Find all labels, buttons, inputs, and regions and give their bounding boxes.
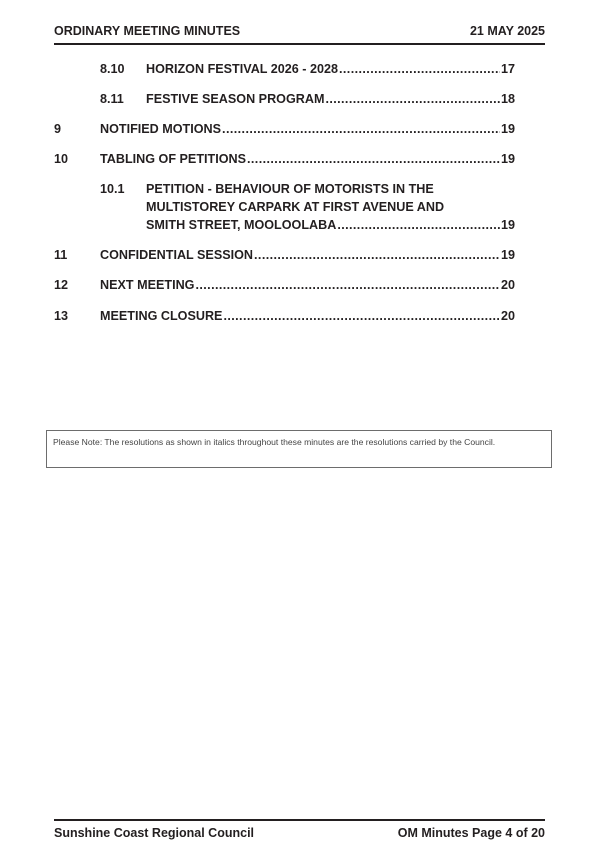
toc-item-page: 20 <box>500 278 515 292</box>
toc-item-title-line: MULTISTOREY CARPARK AT FIRST AVENUE AND <box>146 200 445 214</box>
toc-item-number: 10 <box>54 152 69 166</box>
leader-dots <box>247 151 500 168</box>
toc-item-page: 18 <box>500 92 515 106</box>
toc-item-number: 9 <box>54 122 62 136</box>
toc-item-number: 11 <box>54 248 68 262</box>
toc-item-number: 8.11 <box>100 92 124 106</box>
page-header: ORDINARY MEETING MINUTES 21 MAY 2025 <box>54 22 545 44</box>
toc-item-page: 19 <box>500 218 515 232</box>
leader-dots <box>254 247 500 264</box>
leader-dots <box>195 277 500 294</box>
toc-item-page: 20 <box>500 309 515 323</box>
footer-rule <box>54 819 545 821</box>
meeting-date: 21 MAY 2025 <box>469 24 545 38</box>
toc-item-page: 19 <box>500 248 515 262</box>
leader-dots <box>325 91 500 108</box>
toc-item-title: TABLING OF PETITIONS <box>100 152 246 166</box>
toc-item-title: CONFIDENTIAL SESSION <box>100 248 254 262</box>
toc-item-number: 12 <box>54 278 69 292</box>
toc-item-title: FESTIVE SEASON PROGRAM <box>146 92 325 106</box>
leader-dots <box>339 61 500 78</box>
resolutions-note-box: Please Note: The resolutions as shown in… <box>46 430 552 468</box>
resolutions-note-text: Please Note: The resolutions as shown in… <box>53 437 496 447</box>
toc-item-page: 19 <box>500 122 515 136</box>
toc-item-title: NEXT MEETING <box>100 278 195 292</box>
toc-item-title-line: PETITION - BEHAVIOUR OF MOTORISTS IN THE <box>146 182 434 196</box>
toc-item-title: MEETING CLOSURE <box>100 309 223 323</box>
document-title: ORDINARY MEETING MINUTES <box>54 24 241 38</box>
leader-dots <box>222 121 500 138</box>
toc-item-title: NOTIFIED MOTIONS <box>100 122 222 136</box>
page-number: OM Minutes Page 4 of 20 <box>397 826 545 840</box>
leader-dots <box>223 308 500 325</box>
toc-item-number: 13 <box>54 309 69 323</box>
toc-item-number: 8.10 <box>100 62 125 76</box>
toc-item-title: SMITH STREET, MOOLOOLABA <box>146 218 337 232</box>
leader-dots <box>337 217 500 234</box>
toc-item-title: HORIZON FESTIVAL 2026 - 2028 <box>146 62 338 76</box>
toc-item-page: 17 <box>500 62 515 76</box>
council-name: Sunshine Coast Regional Council <box>54 826 255 840</box>
toc-item-page: 19 <box>500 152 515 166</box>
header-rule <box>54 43 545 45</box>
toc-item-number: 10.1 <box>100 182 125 196</box>
